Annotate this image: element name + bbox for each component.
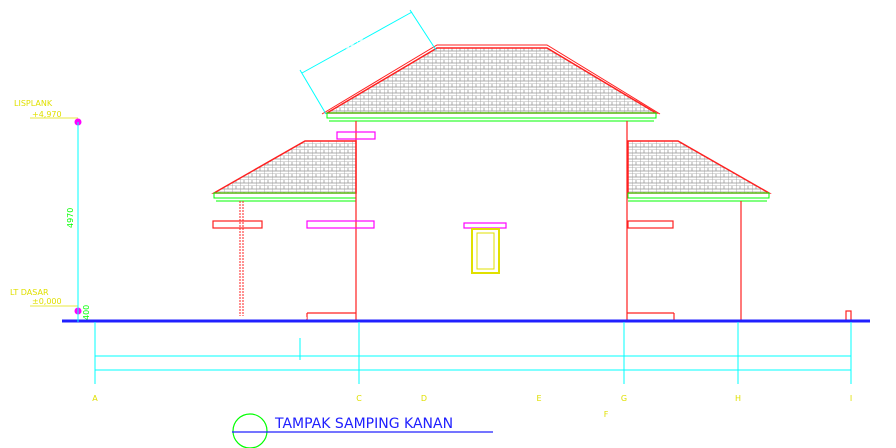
height-dimension: 4970 400 xyxy=(66,122,91,322)
grid-hexagon xyxy=(83,384,107,412)
grid-label: F xyxy=(604,410,609,419)
grid-hexagon xyxy=(839,384,863,412)
left-column xyxy=(212,201,263,316)
grid-marker-i: I xyxy=(839,384,863,412)
grid-marker-d: D xyxy=(412,384,436,412)
scale-label: SKALA xyxy=(276,436,317,445)
level-lisplank: LISPLANK +4,970 xyxy=(14,99,62,119)
total-label: 20000 xyxy=(424,359,449,368)
span-dimensions xyxy=(94,322,852,384)
span-label: 5425 xyxy=(187,345,207,354)
grid-label: C xyxy=(356,394,362,403)
span-label: 1575 xyxy=(320,345,340,354)
level-lt-dasar: LT DASAR ±0,000 xyxy=(10,288,62,306)
grid-hexagon xyxy=(412,384,436,412)
span-labels: 5425 1575 7000 3000 3000 20000 xyxy=(187,345,805,368)
level-value: +4,970 xyxy=(32,110,62,119)
window xyxy=(471,228,500,274)
walls xyxy=(306,121,852,322)
grid-marker-g: G xyxy=(612,384,636,412)
grid-label: D xyxy=(421,394,427,403)
grid-marker-a: A xyxy=(83,384,107,412)
drawing-title: TAMPAK SAMPING KANAN xyxy=(274,416,453,432)
left-roof xyxy=(211,140,357,202)
grid-marker-e: E xyxy=(527,384,551,412)
span-label: 7000 xyxy=(482,345,502,354)
right-roof xyxy=(627,140,772,202)
height-value: 4970 xyxy=(66,208,75,228)
right-beam xyxy=(627,220,674,229)
level-value: ±0,000 xyxy=(32,297,62,306)
plinth-value: 400 xyxy=(82,305,91,320)
level-name: LT DASAR xyxy=(10,288,49,297)
ucs-icon xyxy=(30,441,39,448)
title-block: TAMPAK SAMPING KANAN SKALA 1 : 100 xyxy=(232,413,493,448)
grid-label: A xyxy=(92,394,98,403)
roof-slope-value: 3543 xyxy=(343,33,365,51)
grid-label: E xyxy=(536,394,541,403)
grid-hexagon xyxy=(612,384,636,412)
grid-label: G xyxy=(621,394,627,403)
level-name: LISPLANK xyxy=(14,99,53,108)
level-lines xyxy=(30,117,322,315)
grid-hexagon xyxy=(347,384,371,412)
scale-ratio: 1 : 100 xyxy=(374,436,402,445)
span-label: 3000 xyxy=(671,345,691,354)
span-label: 3000 xyxy=(785,345,805,354)
grid-hexagon xyxy=(527,384,551,412)
main-roof xyxy=(321,44,661,122)
grid-label: H xyxy=(735,394,741,403)
grid-markers: A C D E F G H I xyxy=(83,384,863,428)
ground-line xyxy=(62,317,870,323)
grid-label: I xyxy=(850,394,852,403)
grid-hexagon xyxy=(726,384,750,412)
grid-marker-h: H xyxy=(726,384,750,412)
grid-marker-c: C xyxy=(347,384,371,412)
